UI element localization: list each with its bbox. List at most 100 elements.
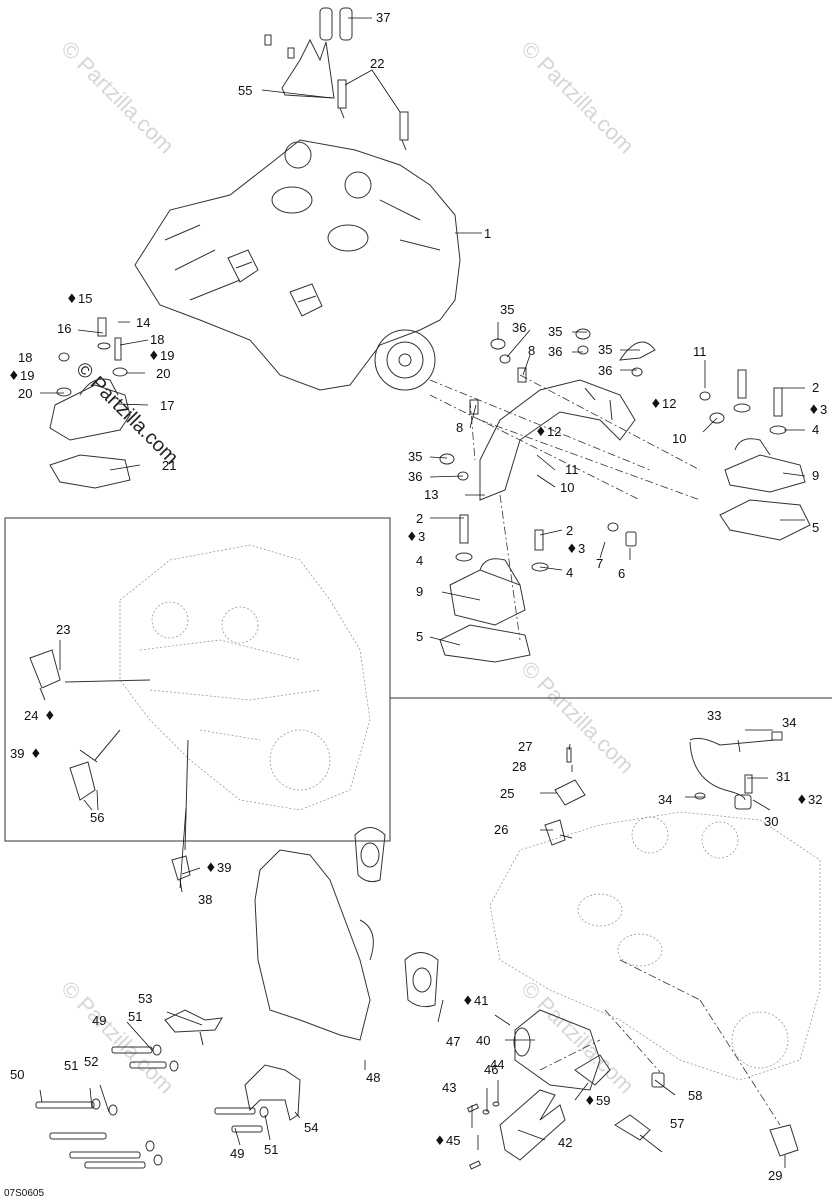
callout-57: 57 bbox=[670, 1116, 684, 1131]
callout-44: 44 bbox=[490, 1057, 504, 1072]
callout-56: 56 bbox=[90, 810, 104, 825]
callout-23: 23 bbox=[56, 622, 70, 637]
watermark: © Partzilla.com bbox=[56, 36, 179, 159]
callout-30: 30 bbox=[764, 814, 778, 829]
callout-17: 17 bbox=[160, 398, 174, 413]
callout-51: 51 bbox=[264, 1142, 278, 1157]
callout-37: 37 bbox=[376, 10, 390, 25]
callout-20: 20 bbox=[156, 366, 170, 381]
callout-50: 50 bbox=[10, 1067, 24, 1082]
callout-1: 1 bbox=[484, 226, 491, 241]
callout-16: 16 bbox=[57, 321, 71, 336]
callout-9: 9 bbox=[812, 468, 819, 483]
callout-14: 14 bbox=[136, 315, 150, 330]
inset-frame bbox=[4, 517, 391, 842]
callout-36: 36 bbox=[512, 320, 526, 335]
oil-drop-icon: ♦ bbox=[406, 530, 418, 545]
oil-drop-icon: ♦ bbox=[535, 425, 547, 440]
callout-28: 28 bbox=[512, 759, 526, 774]
callout-3: 3 bbox=[418, 529, 425, 544]
callout-59: 59 bbox=[596, 1093, 610, 1108]
speed-sensor bbox=[699, 999, 799, 1157]
spark-plug bbox=[337, 79, 409, 151]
callout-25: 25 bbox=[500, 786, 514, 801]
oil-drop-icon: ♦ bbox=[808, 403, 820, 418]
watermark: © Partzilla.com bbox=[516, 976, 639, 1099]
watermark: © Partzilla.com bbox=[56, 976, 179, 1099]
callout-43: 43 bbox=[442, 1080, 456, 1095]
callout-34: 34 bbox=[658, 792, 672, 807]
callout-39: 39 bbox=[217, 860, 231, 875]
oil-drop-icon: ♦ bbox=[566, 542, 578, 557]
callout-35: 35 bbox=[500, 302, 514, 317]
callout-6: 6 bbox=[618, 566, 625, 581]
callout-20: 20 bbox=[18, 386, 32, 401]
engine-mount-left bbox=[49, 317, 131, 489]
lower-engine-ghost bbox=[489, 811, 821, 1081]
callout-4: 4 bbox=[416, 553, 423, 568]
callout-49: 49 bbox=[230, 1146, 244, 1161]
callout-51: 51 bbox=[64, 1058, 78, 1073]
callout-35: 35 bbox=[408, 449, 422, 464]
assembly-lines-lower bbox=[539, 959, 701, 1073]
callout-31: 31 bbox=[776, 769, 790, 784]
callout-52: 52 bbox=[84, 1054, 98, 1069]
exhaust-bracket bbox=[164, 1009, 301, 1121]
oil-drop-icon: ♦ bbox=[796, 793, 808, 808]
callout-47: 47 bbox=[446, 1034, 460, 1049]
callout-49: 49 bbox=[92, 1013, 106, 1028]
watermarks: © Partzilla.com © Partzilla.com © Partzi… bbox=[56, 36, 639, 1099]
engine-block bbox=[134, 139, 461, 391]
callout-41: 41 bbox=[474, 993, 488, 1008]
callout-18: 18 bbox=[18, 350, 32, 365]
callout-9: 9 bbox=[416, 584, 423, 599]
callout-24: 24 bbox=[24, 708, 38, 723]
exhaust-manifold bbox=[254, 827, 439, 1041]
callout-51: 51 bbox=[128, 1009, 142, 1024]
watermark: © Partzilla.com bbox=[516, 36, 639, 159]
oil-drop-icon: ♦ bbox=[650, 397, 662, 412]
engine-mount-front bbox=[439, 514, 637, 663]
callout-21: 21 bbox=[162, 458, 176, 473]
callout-53: 53 bbox=[138, 991, 152, 1006]
starter-terminal bbox=[614, 1072, 665, 1141]
callout-19: 19 bbox=[160, 348, 174, 363]
callout-26: 26 bbox=[494, 822, 508, 837]
inset-engine bbox=[29, 544, 371, 893]
callout-2: 2 bbox=[416, 511, 423, 526]
callout-labels: 37 22 55 1 ♦ 15 14 16 18 ♦ 19 18 ♦ 19 20… bbox=[8, 10, 827, 1183]
callout-11: 11 bbox=[693, 344, 707, 359]
callout-13: 13 bbox=[424, 487, 438, 502]
knock-sensor bbox=[544, 747, 586, 846]
callout-10: 10 bbox=[560, 480, 574, 495]
callout-34: 34 bbox=[782, 715, 796, 730]
assembly-lines bbox=[429, 374, 701, 641]
starter-motor bbox=[513, 1009, 611, 1091]
callout-18: 18 bbox=[150, 332, 164, 347]
callout-55: 55 bbox=[238, 83, 252, 98]
bolts-and-washers bbox=[35, 1044, 269, 1169]
callout-10: 10 bbox=[672, 431, 686, 446]
callout-38: 38 bbox=[198, 892, 212, 907]
callout-42: 42 bbox=[558, 1135, 572, 1150]
callout-2: 2 bbox=[812, 380, 819, 395]
callout-48: 48 bbox=[366, 1070, 380, 1085]
callout-11: 11 bbox=[565, 462, 579, 477]
callout-22: 22 bbox=[370, 56, 384, 71]
fuel-rail bbox=[264, 7, 353, 99]
callout-35: 35 bbox=[598, 342, 612, 357]
callout-29: 29 bbox=[768, 1168, 782, 1183]
starter-bracket bbox=[466, 1089, 566, 1170]
callout-2: 2 bbox=[566, 523, 573, 538]
callout-40: 40 bbox=[476, 1033, 490, 1048]
oil-drop-icon: ♦ bbox=[148, 349, 160, 364]
callout-35: 35 bbox=[548, 324, 562, 339]
callout-12: 12 bbox=[547, 424, 561, 439]
callout-39: 39 bbox=[10, 746, 24, 761]
callout-5: 5 bbox=[416, 629, 423, 644]
callout-19: 19 bbox=[20, 368, 34, 383]
engine-mount-right bbox=[699, 369, 811, 541]
oil-drop-icon: ♦ bbox=[8, 369, 20, 384]
callout-4: 4 bbox=[812, 422, 819, 437]
oil-drop-icon: ♦ bbox=[462, 994, 474, 1009]
